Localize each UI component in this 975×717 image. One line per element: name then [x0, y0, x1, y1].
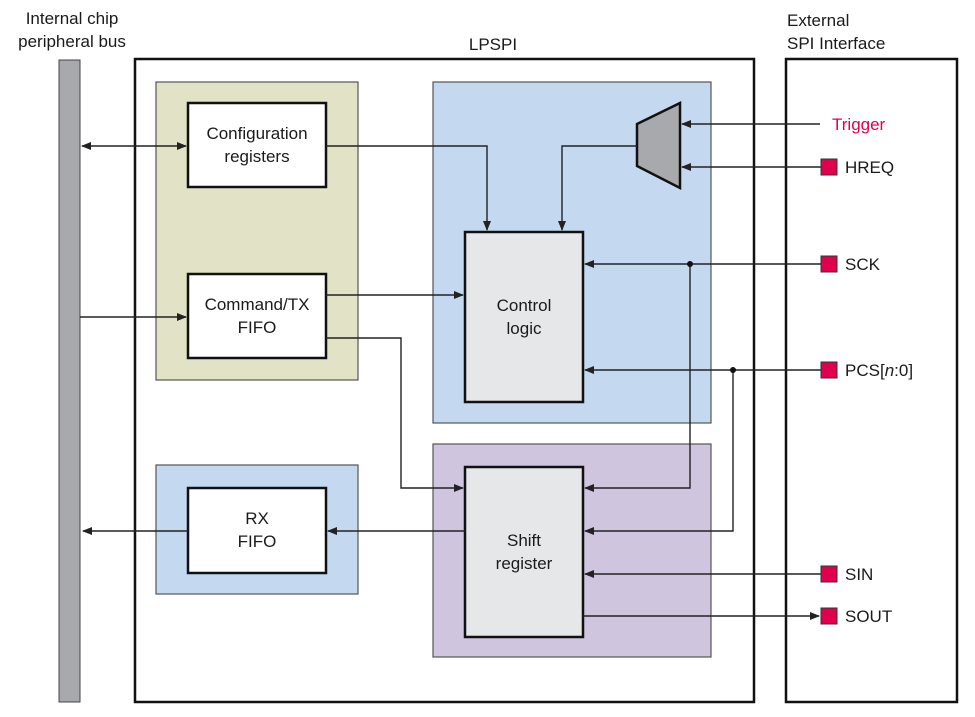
- pcs-pin-icon: [820, 361, 838, 379]
- control-logic-label-2: logic: [507, 319, 542, 338]
- hreq-pin-icon: [820, 158, 838, 176]
- rx-fifo-block: RX FIFO: [186, 486, 328, 575]
- control-logic-label-1: Control: [497, 296, 552, 315]
- lpspi-title: LPSPI: [469, 35, 517, 54]
- txfifo-shift-wire: [326, 337, 464, 492]
- pcs-junction-dot: [730, 367, 736, 373]
- bus-label-line1: Internal chip: [26, 9, 119, 28]
- config-registers-label-1: Configuration: [206, 124, 307, 143]
- sck-label: SCK: [845, 255, 881, 274]
- trigger-label: Trigger: [832, 115, 886, 134]
- command-tx-fifo-label-1: Command/TX: [205, 295, 310, 314]
- command-tx-fifo-block: Command/TX FIFO: [186, 272, 328, 360]
- sck-junction-dot: [687, 261, 693, 267]
- shift-register-label-2: register: [496, 554, 553, 573]
- sout-pin-icon: [820, 607, 838, 625]
- command-tx-fifo-label-2: FIFO: [238, 318, 277, 337]
- trigger-mux-icon: [635, 100, 682, 191]
- sin-label: SIN: [845, 565, 873, 584]
- pcs-shift-wire: [584, 370, 734, 535]
- wires: [80, 120, 821, 620]
- external-spi-box: [784, 57, 959, 704]
- sin-pin-icon: [820, 565, 838, 583]
- external-label-line1: External: [787, 11, 849, 30]
- hreq-label: HREQ: [845, 158, 894, 177]
- sck-shift-wire: [584, 264, 691, 492]
- bus-label-line2: peripheral bus: [18, 32, 126, 51]
- mux-control-wire: [558, 145, 637, 231]
- sck-pin-icon: [820, 255, 838, 273]
- rx-fifo-label-1: RX: [245, 509, 269, 528]
- peripheral-bus: [58, 59, 81, 703]
- configuration-registers-block: Configuration registers: [186, 101, 328, 189]
- config-control-wire: [326, 145, 491, 231]
- control-logic-block: Control logic: [463, 230, 585, 404]
- rx-fifo-label-2: FIFO: [238, 532, 277, 551]
- pcs-label: PCS[n:0]: [845, 361, 913, 380]
- config-registers-label-2: registers: [224, 147, 289, 166]
- external-label-line2: SPI Interface: [787, 34, 885, 53]
- sout-label: SOUT: [845, 607, 892, 626]
- shift-register-label-1: Shift: [507, 531, 541, 550]
- shift-register-block: Shift register: [463, 465, 585, 639]
